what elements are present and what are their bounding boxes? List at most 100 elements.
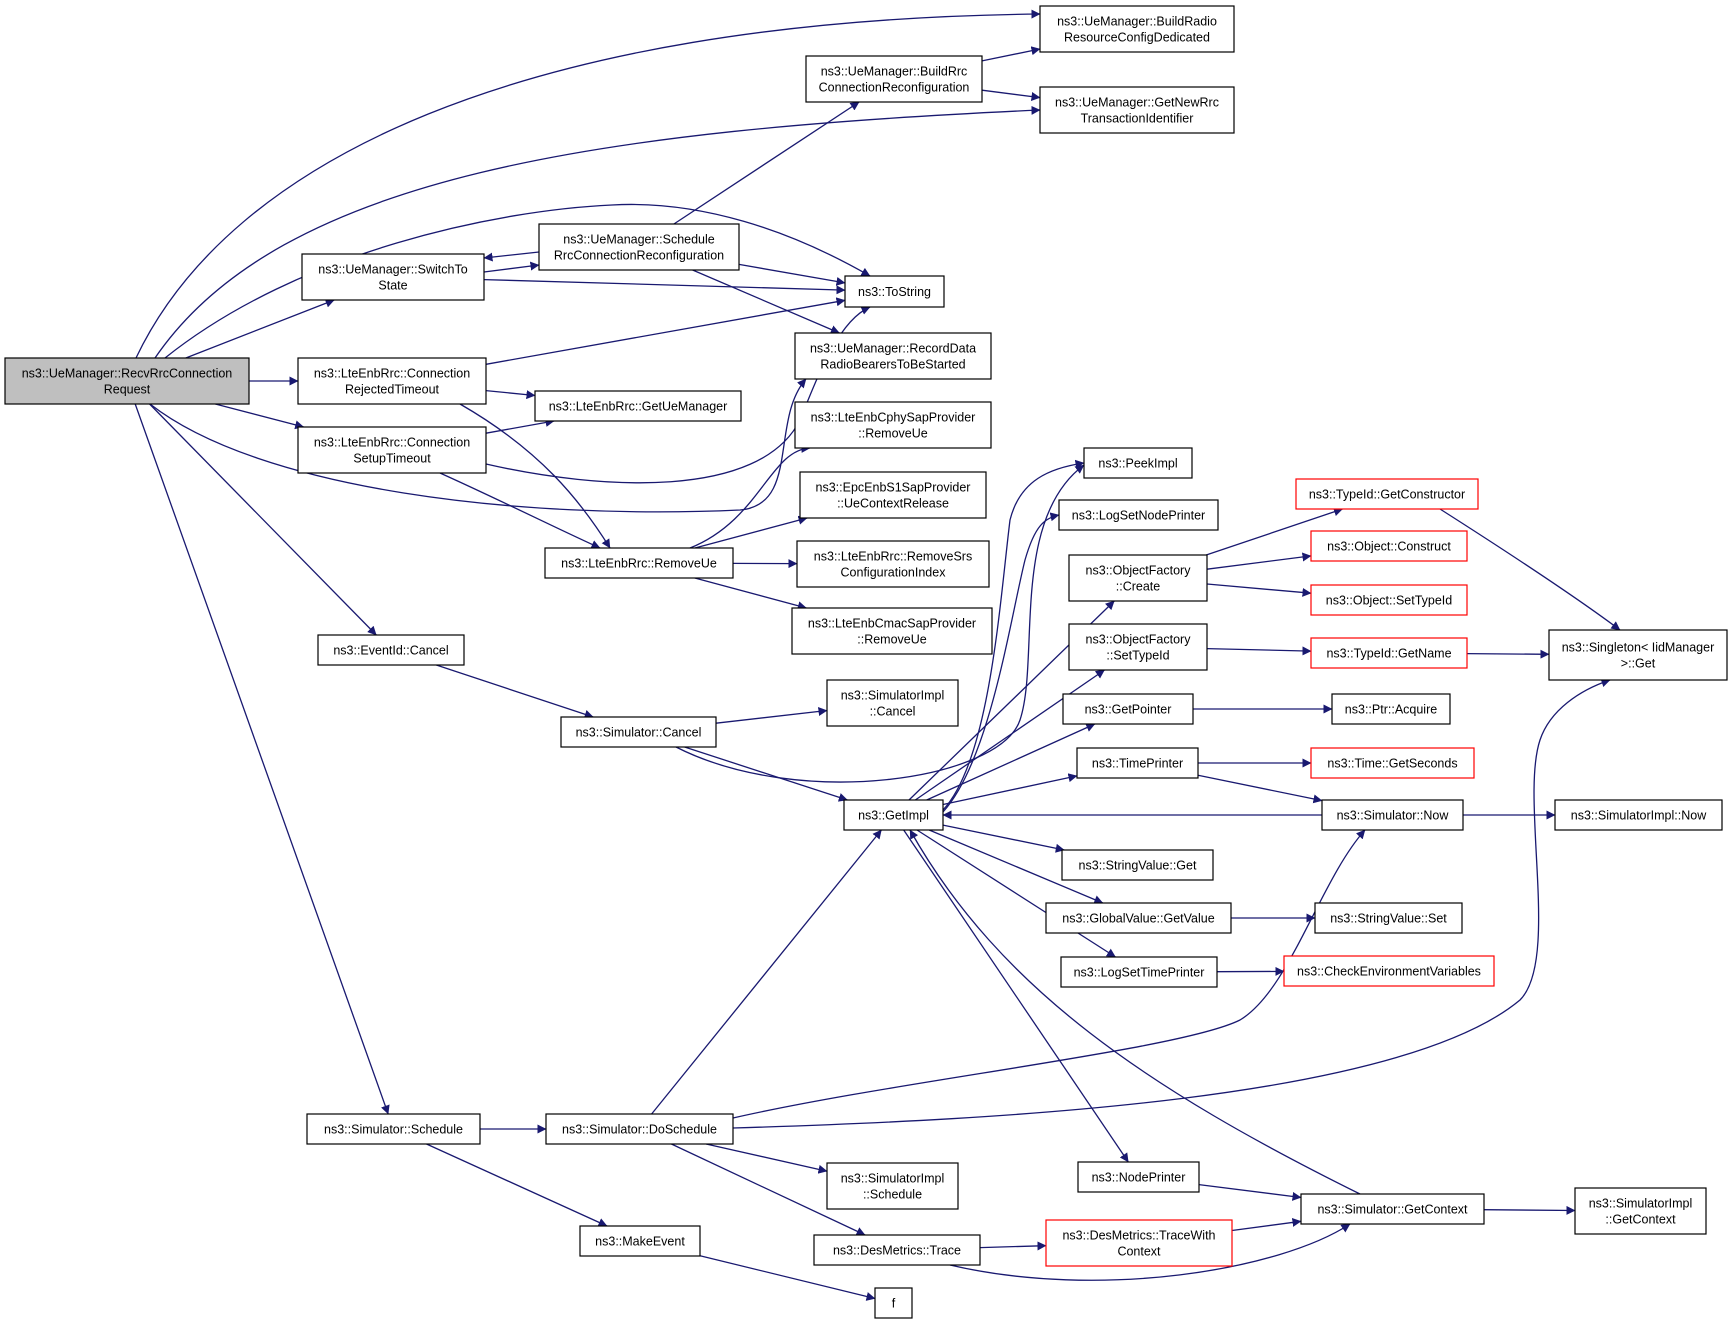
node-DesMetricsTrace[interactable]: ns3::DesMetrics::Trace [813,1234,981,1266]
node-box[interactable] [1548,629,1728,681]
node-SimulatorNow[interactable]: ns3::Simulator::Now [1321,799,1464,831]
node-f[interactable]: f [874,1287,913,1319]
node-MakeEvent[interactable]: ns3::MakeEvent [579,1225,701,1257]
node-box[interactable] [791,607,993,655]
node-SimulatorCancel[interactable]: ns3::Simulator::Cancel [560,716,717,748]
node-SimulatorGetContext[interactable]: ns3::Simulator::GetContext [1300,1193,1485,1225]
node-BuildRadioResourceConfigDedicated[interactable]: ns3::UeManager::BuildRadioResourceConfig… [1039,5,1235,53]
node-box[interactable] [794,332,992,380]
node-box[interactable] [1039,5,1235,53]
node-SimulatorImplCancel[interactable]: ns3::SimulatorImpl::Cancel [826,679,959,727]
node-box[interactable] [1045,902,1232,934]
node-box[interactable] [1321,799,1464,831]
node-box[interactable] [1045,1219,1233,1267]
node-box[interactable] [843,799,944,831]
node-BuildRrcConnectionReconfiguration[interactable]: ns3::UeManager::BuildRrcConnectionReconf… [805,55,983,103]
node-TypeIdGetName[interactable]: ns3::TypeId::GetName [1310,637,1468,669]
node-PtrAcquire[interactable]: ns3::Ptr::Acquire [1331,693,1451,725]
node-GlobalValueGetValue[interactable]: ns3::GlobalValue::GetValue [1045,902,1232,934]
node-NodePrinter[interactable]: ns3::NodePrinter [1077,1161,1200,1193]
node-box[interactable] [874,1287,913,1319]
node-CheckEnvironmentVariables[interactable]: ns3::CheckEnvironmentVariables [1283,955,1495,987]
node-EventIdCancel[interactable]: ns3::EventId::Cancel [317,634,465,666]
node-LogSetNodePrinter[interactable]: ns3::LogSetNodePrinter [1058,499,1219,531]
node-box[interactable] [301,253,485,301]
node-ToString[interactable]: ns3::ToString [844,275,945,308]
node-box[interactable] [1061,849,1214,881]
node-box[interactable] [1039,86,1235,134]
node-box[interactable] [1300,1193,1485,1225]
node-StringValueGet[interactable]: ns3::StringValue::Get [1061,849,1214,881]
node-GetNewRrcTransactionIdentifier[interactable]: ns3::UeManager::GetNewRrcTransactionIden… [1039,86,1235,134]
node-LogSetTimePrinter[interactable]: ns3::LogSetTimePrinter [1060,956,1218,988]
node-box[interactable] [534,390,742,422]
node-GetPointer[interactable]: ns3::GetPointer [1062,693,1194,725]
node-SimulatorSchedule[interactable]: ns3::Simulator::Schedule [306,1113,481,1145]
node-CphyRemoveUe[interactable]: ns3::LteEnbCphySapProvider::RemoveUe [794,401,992,449]
node-box[interactable] [844,275,945,308]
node-ObjectFactorySetTypeId[interactable]: ns3::ObjectFactory::SetTypeId [1068,623,1208,671]
node-UeContextRelease[interactable]: ns3::EpcEnbS1SapProvider::UeContextRelea… [799,471,987,519]
node-box[interactable] [794,401,992,449]
node-ObjectFactoryCreate[interactable]: ns3::ObjectFactory::Create [1068,554,1208,602]
node-box[interactable] [1314,902,1463,934]
node-box[interactable] [1068,623,1208,671]
node-box[interactable] [826,1162,959,1210]
node-ObjectConstruct[interactable]: ns3::Object::Construct [1310,530,1468,562]
node-ObjectSetTypeId[interactable]: ns3::Object::SetTypeId [1310,584,1468,616]
node-box[interactable] [544,547,734,579]
node-box[interactable] [1060,956,1218,988]
node-box[interactable] [799,471,987,519]
node-box[interactable] [1283,955,1495,987]
node-box[interactable] [4,357,250,405]
node-TimePrinter[interactable]: ns3::TimePrinter [1076,747,1199,779]
node-RemoveUe[interactable]: ns3::LteEnbRrc::RemoveUe [544,547,734,579]
node-box[interactable] [1574,1187,1707,1235]
node-PeekImpl[interactable]: ns3::PeekImpl [1083,447,1193,479]
node-box[interactable] [1310,530,1468,562]
node-StringValueSet[interactable]: ns3::StringValue::Set [1314,902,1463,934]
node-box[interactable] [1310,637,1468,669]
node-box[interactable] [306,1113,481,1145]
node-box[interactable] [1554,799,1723,831]
node-box[interactable] [1310,584,1468,616]
node-box[interactable] [1076,747,1199,779]
node-box[interactable] [813,1234,981,1266]
node-SingletonGet[interactable]: ns3::Singleton< IidManager>::Get [1548,629,1728,681]
node-box[interactable] [1331,693,1451,725]
node-box[interactable] [1295,478,1479,510]
node-ConnectionRejectedTimeout[interactable]: ns3::LteEnbRrc::ConnectionRejectedTimeou… [297,357,487,405]
node-box[interactable] [1062,693,1194,725]
node-box[interactable] [545,1113,734,1145]
node-GetUeManager[interactable]: ns3::LteEnbRrc::GetUeManager [534,390,742,422]
node-RecordDataRadioBearersToBeStarted[interactable]: ns3::UeManager::RecordDataRadioBearersTo… [794,332,992,380]
node-TypeIdGetConstructor[interactable]: ns3::TypeId::GetConstructor [1295,478,1479,510]
node-box[interactable] [826,679,959,727]
node-SimulatorImplSchedule[interactable]: ns3::SimulatorImpl::Schedule [826,1162,959,1210]
node-box[interactable] [297,426,487,474]
node-box[interactable] [1083,447,1193,479]
node-TimeGetSeconds[interactable]: ns3::Time::GetSeconds [1310,747,1475,779]
node-box[interactable] [317,634,465,666]
node-box[interactable] [297,357,487,405]
node-box[interactable] [1058,499,1219,531]
node-box[interactable] [1077,1161,1200,1193]
node-SimulatorImplNow[interactable]: ns3::SimulatorImpl::Now [1554,799,1723,831]
node-box[interactable] [796,540,990,588]
node-GetImpl[interactable]: ns3::GetImpl [843,799,944,831]
node-RemoveSrsConfigurationIndex[interactable]: ns3::LteEnbRrc::RemoveSrsConfigurationIn… [796,540,990,588]
node-box[interactable] [538,223,740,271]
node-SimulatorDoSchedule[interactable]: ns3::Simulator::DoSchedule [545,1113,734,1145]
node-box[interactable] [560,716,717,748]
node-box[interactable] [1310,747,1475,779]
node-SimulatorImplGetContext[interactable]: ns3::SimulatorImpl::GetContext [1574,1187,1707,1235]
node-box[interactable] [1068,554,1208,602]
node-ScheduleRrcConnectionReconfiguration[interactable]: ns3::UeManager::ScheduleRrcConnectionRec… [538,223,740,271]
node-box[interactable] [579,1225,701,1257]
node-CmacRemoveUe[interactable]: ns3::LteEnbCmacSapProvider::RemoveUe [791,607,993,655]
node-box[interactable] [805,55,983,103]
